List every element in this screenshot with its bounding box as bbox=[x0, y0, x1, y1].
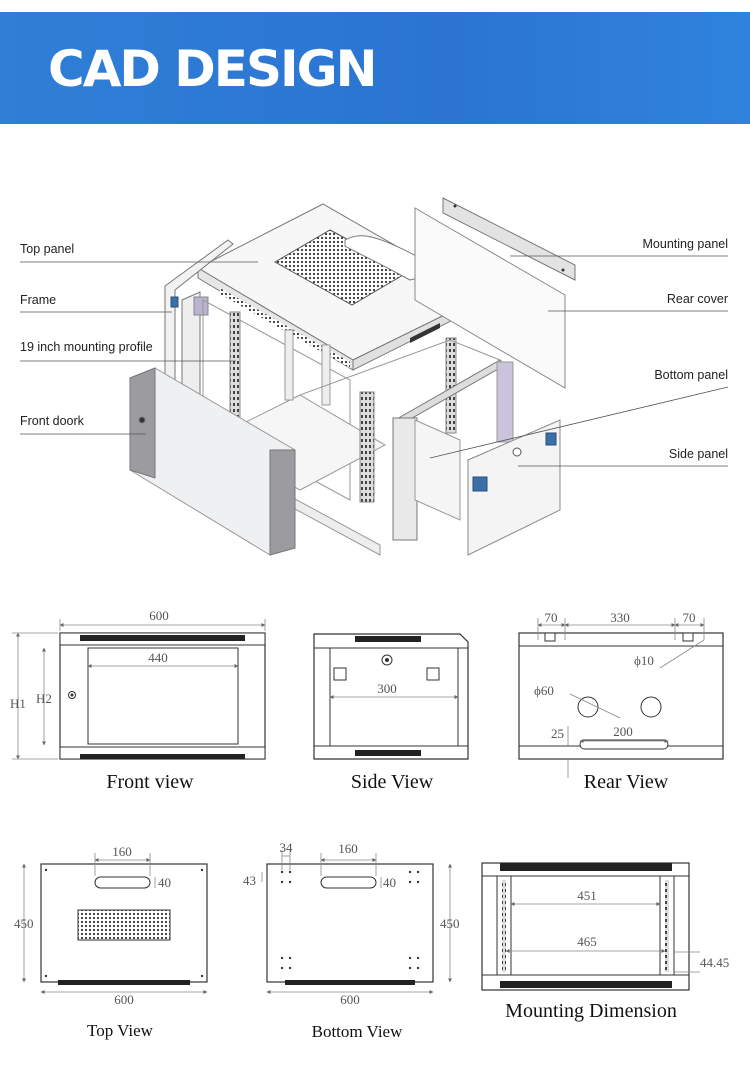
dim-top-width: 600 bbox=[114, 992, 134, 1007]
rear-view: 70 330 70 ϕ10 ϕ60 200 25 Rear View bbox=[518, 610, 724, 793]
exploded-view bbox=[129, 197, 576, 556]
dim-mount-outer: 465 bbox=[577, 934, 597, 949]
caption-side-view: Side View bbox=[351, 771, 434, 793]
dim-bottom-width: 600 bbox=[340, 992, 360, 1007]
label-mounting-profile: 19 inch mounting profile bbox=[20, 340, 153, 354]
dim-rear-left: 70 bbox=[545, 610, 558, 625]
label-frame: Frame bbox=[20, 293, 56, 307]
header-banner: CAD DESIGN bbox=[0, 12, 750, 124]
dim-mount-inner: 451 bbox=[577, 888, 597, 903]
exploded-labels: Top panel Frame 19 inch mounting profile… bbox=[20, 237, 728, 461]
dim-bottom-depth: 450 bbox=[440, 916, 460, 931]
label-front-door: Front doork bbox=[20, 414, 85, 428]
page-title: CAD DESIGN bbox=[48, 40, 377, 98]
dim-h1: H1 bbox=[10, 696, 26, 711]
dim-top-depth: 450 bbox=[14, 916, 34, 931]
dim-top-slot-width: 160 bbox=[112, 844, 132, 859]
mounting-dimension-view: 451 465 44.45 Mounting Dimension bbox=[481, 862, 729, 1022]
caption-front-view: Front view bbox=[106, 771, 194, 793]
side-view: 300 Side View bbox=[313, 633, 469, 793]
dim-front-inner: 440 bbox=[148, 650, 168, 665]
dim-slot: 200 bbox=[613, 724, 633, 739]
dim-rear-center: 330 bbox=[610, 610, 630, 625]
dim-bottom-slot-width: 160 bbox=[338, 841, 358, 856]
label-bottom-panel: Bottom panel bbox=[654, 368, 728, 382]
dim-top-slot-height: 40 bbox=[158, 875, 171, 890]
dim-bottom-hole-y: 43 bbox=[243, 873, 256, 888]
dim-bottom-hole-x: 34 bbox=[280, 840, 294, 855]
dim-bottom-slot-height: 40 bbox=[383, 875, 396, 890]
label-top-panel: Top panel bbox=[20, 242, 74, 256]
dim-h2: H2 bbox=[36, 691, 52, 706]
front-view: 600 440 H1 H2 Front view bbox=[10, 608, 266, 793]
caption-bottom-view: Bottom View bbox=[312, 1022, 403, 1041]
dim-side-depth: 300 bbox=[377, 681, 397, 696]
dim-hole-small: ϕ10 bbox=[634, 653, 654, 668]
dim-mount-pitch: 44.45 bbox=[700, 955, 729, 970]
caption-top-view: Top View bbox=[87, 1021, 154, 1040]
caption-mounting-dimension: Mounting Dimension bbox=[505, 1000, 677, 1022]
label-mounting-panel: Mounting panel bbox=[643, 237, 728, 251]
dim-rear-right: 70 bbox=[683, 610, 696, 625]
label-side-panel: Side panel bbox=[669, 447, 728, 461]
top-view: 160 40 450 600 Top View bbox=[14, 844, 208, 1040]
bottom-view: 34 43 160 40 450 600 Bottom View bbox=[243, 840, 460, 1041]
caption-rear-view: Rear View bbox=[584, 771, 669, 793]
dim-hole-large: ϕ60 bbox=[534, 683, 554, 698]
dim-front-width: 600 bbox=[149, 608, 169, 623]
leader-lines bbox=[20, 255, 729, 467]
label-rear-cover: Rear cover bbox=[667, 292, 728, 306]
dim-offset: 25 bbox=[551, 726, 564, 741]
